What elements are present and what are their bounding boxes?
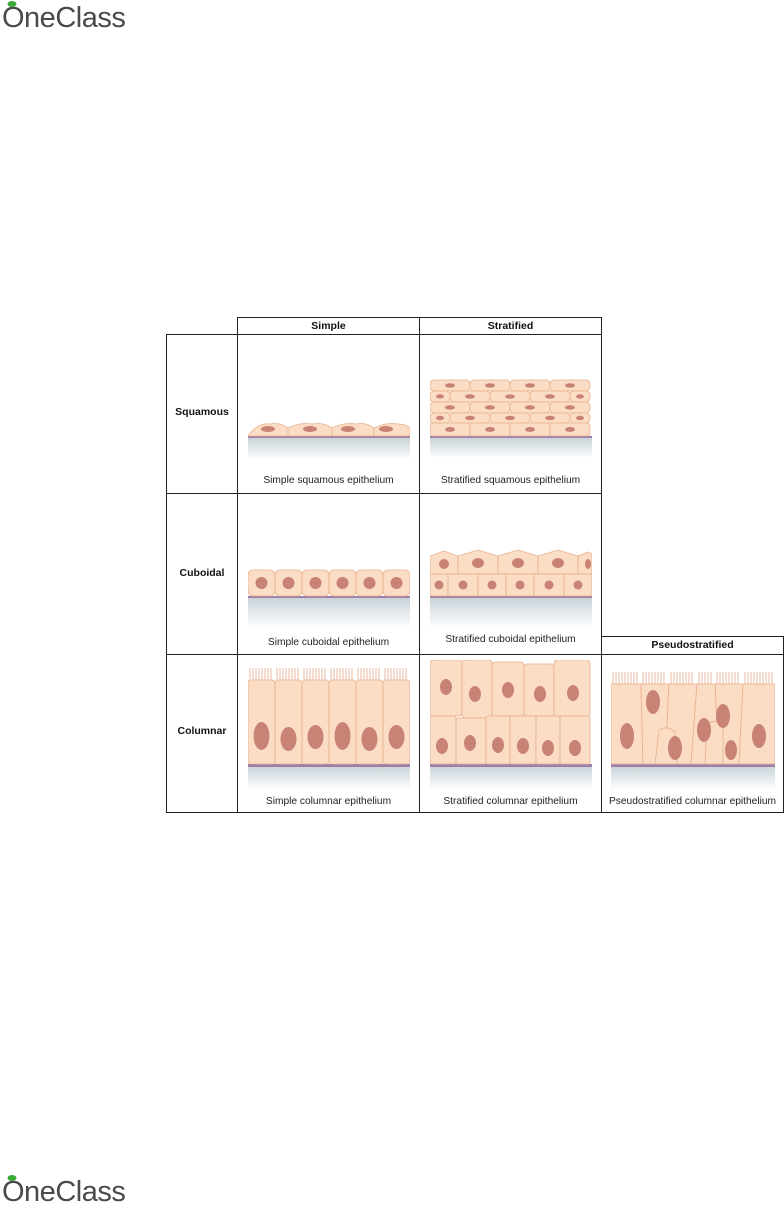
caption-simple-cuboidal: Simple cuboidal epithelium — [237, 637, 420, 648]
caption-pseudostratified-columnar: Pseudostratified columnar epithelium — [601, 796, 784, 807]
caption-stratified-squamous: Stratified squamous epithelium — [419, 475, 602, 486]
caption-stratified-cuboidal: Stratified cuboidal epithelium — [419, 634, 602, 645]
col-header-pseudostratified: Pseudostratified — [601, 639, 784, 651]
caption-simple-columnar: Simple columnar epithelium — [237, 796, 420, 807]
col-header-simple: Simple — [237, 320, 420, 332]
caption-simple-squamous: Simple squamous epithelium — [237, 475, 420, 486]
simple-columnar-illustration — [248, 666, 410, 790]
stratified-cuboidal-illustration — [430, 548, 592, 628]
cell-simple-squamous — [237, 334, 420, 494]
stratified-columnar-illustration — [430, 660, 592, 790]
col-header-stratified: Stratified — [419, 320, 602, 332]
stratified-squamous-illustration — [430, 378, 592, 458]
row-label-squamous: Squamous — [166, 406, 238, 418]
simple-squamous-illustration — [248, 418, 410, 460]
row-label-cuboidal: Cuboidal — [166, 567, 238, 579]
caption-stratified-columnar: Stratified columnar epithelium — [419, 796, 602, 807]
simple-cuboidal-illustration — [248, 568, 410, 628]
pseudostratified-columnar-illustration — [611, 670, 775, 790]
row-label-columnar: Columnar — [166, 725, 238, 737]
